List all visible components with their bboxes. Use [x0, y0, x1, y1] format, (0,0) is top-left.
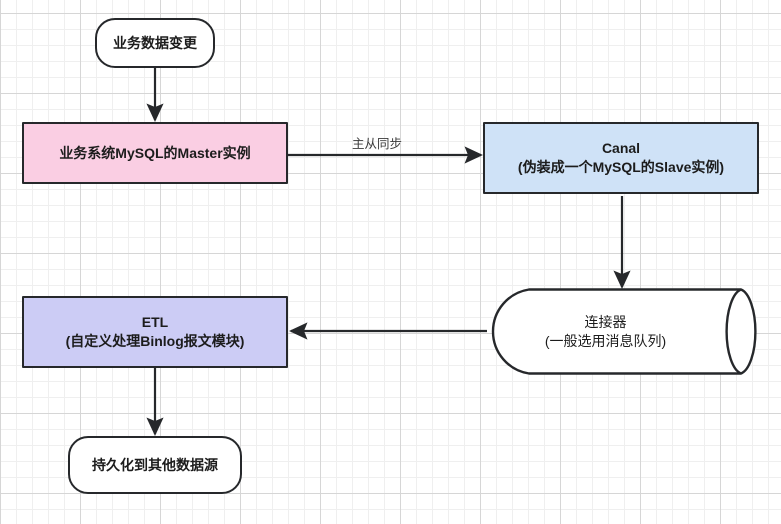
node-label-line1: 连接器	[584, 313, 627, 330]
node-label-line2: (伪装成一个MySQL的Slave实例)	[517, 159, 725, 175]
node-connector[interactable]: 连接器 (一般选用消息队列)	[485, 288, 760, 375]
node-label-line1: 业务系统MySQL的Master实例	[59, 144, 251, 161]
node-canal[interactable]: Canal (伪装成一个MySQL的Slave实例)	[483, 122, 759, 194]
node-label-line2: (一般选用消息队列)	[544, 332, 667, 349]
node-etl[interactable]: ETL (自定义处理Binlog报文模块)	[22, 296, 288, 368]
node-connector-text: 连接器 (一般选用消息队列)	[485, 288, 760, 375]
node-label-line1: Canal	[601, 140, 641, 157]
node-mysql-master[interactable]: 业务系统MySQL的Master实例	[22, 122, 288, 184]
node-label-line1: ETL	[141, 314, 169, 331]
node-persist-other-source[interactable]: 持久化到其他数据源	[68, 436, 242, 494]
node-label-line1: 持久化到其他数据源	[92, 456, 218, 473]
cylinder-shape	[491, 288, 757, 375]
node-label-line1: 业务数据变更	[113, 34, 197, 51]
edge-label-master-slave-sync: 主从同步	[352, 137, 403, 151]
node-label-line2: (自定义处理Binlog报文模块)	[65, 333, 245, 349]
node-business-data-change[interactable]: 业务数据变更	[95, 18, 215, 68]
